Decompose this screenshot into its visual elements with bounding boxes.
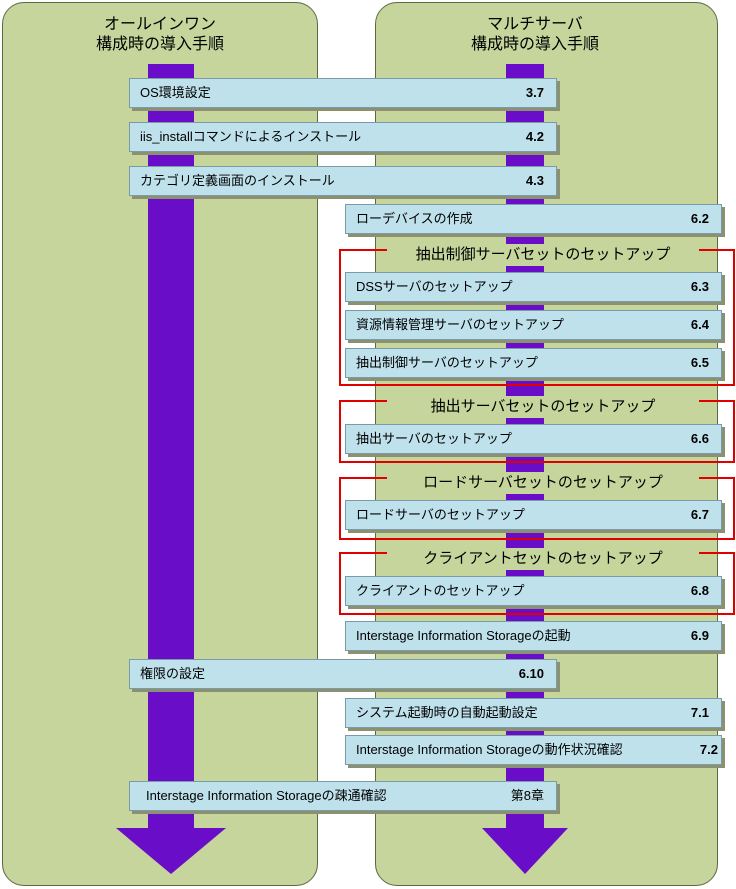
step-communication-check: Interstage Information Storageの疎通確認 第8章: [129, 781, 557, 811]
step-label: 資源情報管理サーバのセットアップ: [356, 317, 564, 332]
lane-all-in-one-title-line1: オールインワン: [103, 16, 216, 33]
step-label: 抽出サーバのセットアップ: [356, 431, 512, 446]
step-ref: 7.2: [699, 742, 718, 757]
step-ref: 6.6: [690, 431, 709, 446]
step-category-screen-install: カテゴリ定義画面のインストール 4.3: [129, 166, 557, 196]
step-ref: 4.3: [525, 173, 544, 188]
step-extract-control-server-setup: 抽出制御サーバのセットアップ 6.5: [345, 348, 722, 378]
step-label: カテゴリ定義画面のインストール: [140, 173, 335, 188]
lane-multi-server-title-line1: マルチサーバ: [487, 16, 583, 33]
step-iis-install: iis_installコマンドによるインストール 4.2: [129, 122, 557, 152]
step-auto-start-setting: システム起動時の自動起動設定 7.1: [345, 698, 722, 728]
step-ref: 6.10: [518, 666, 544, 681]
step-resource-info-server-setup: 資源情報管理サーバのセットアップ 6.4: [345, 310, 722, 340]
lane-multi-server-title: マルチサーバ 構成時の導入手順: [375, 15, 695, 55]
left-flow-arrow-head: [116, 828, 226, 874]
step-label: 権限の設定: [140, 666, 206, 681]
lane-all-in-one-title: オールインワン 構成時の導入手順: [2, 15, 318, 55]
step-label: システム起動時の自動起動設定: [356, 705, 538, 720]
step-label: Interstage Information Storageの起動: [356, 628, 571, 643]
step-label: クライアントのセットアップ: [356, 583, 525, 598]
step-operation-check: Interstage Information Storageの動作状況確認 7.…: [345, 735, 722, 765]
step-ref: 6.5: [690, 355, 709, 370]
step-ref: 4.2: [525, 129, 544, 144]
step-label: Interstage Information Storageの疎通確認: [146, 788, 387, 803]
step-os-env: OS環境設定 3.7: [129, 78, 557, 108]
step-ref: 6.7: [690, 507, 709, 522]
step-label: DSSサーバのセットアップ: [356, 279, 513, 294]
group-client-set-title: クライアントセットのセットアップ: [387, 548, 699, 570]
step-client-setup: クライアントのセットアップ 6.8: [345, 576, 722, 606]
step-label: ロードサーバのセットアップ: [356, 507, 525, 522]
step-load-server-setup: ロードサーバのセットアップ 6.7: [345, 500, 722, 530]
step-iis-start: Interstage Information Storageの起動 6.9: [345, 621, 722, 651]
lane-all-in-one-title-line2: 構成時の導入手順: [95, 36, 224, 53]
step-label: iis_installコマンドによるインストール: [140, 129, 362, 144]
step-ref: 7.1: [690, 705, 709, 720]
step-permission-setting: 権限の設定 6.10: [129, 659, 557, 689]
step-ref: 6.2: [690, 211, 709, 226]
step-ref: 3.7: [525, 85, 544, 100]
lane-multi-server-title-line2: 構成時の導入手順: [470, 36, 599, 53]
step-label: ローデバイスの作成: [356, 211, 473, 226]
step-label: Interstage Information Storageの動作状況確認: [356, 742, 623, 757]
step-ref: 第8章: [510, 788, 544, 803]
step-extract-server-setup: 抽出サーバのセットアップ 6.6: [345, 424, 722, 454]
group-extract-server-set-title: 抽出サーバセットのセットアップ: [387, 396, 699, 418]
group-load-server-set-title: ロードサーバセットのセットアップ: [387, 472, 699, 494]
step-ref: 6.3: [690, 279, 709, 294]
group-extract-control-server-set-title: 抽出制御サーバセットのセットアップ: [387, 244, 699, 266]
right-flow-arrow-head: [482, 828, 568, 874]
step-label: OS環境設定: [140, 85, 211, 100]
step-ref: 6.4: [690, 317, 709, 332]
step-dss-server-setup: DSSサーバのセットアップ 6.3: [345, 272, 722, 302]
step-ref: 6.8: [690, 583, 709, 598]
step-label: 抽出制御サーバのセットアップ: [356, 355, 538, 370]
step-ref: 6.9: [690, 628, 709, 643]
step-raw-device: ローデバイスの作成 6.2: [345, 204, 722, 234]
